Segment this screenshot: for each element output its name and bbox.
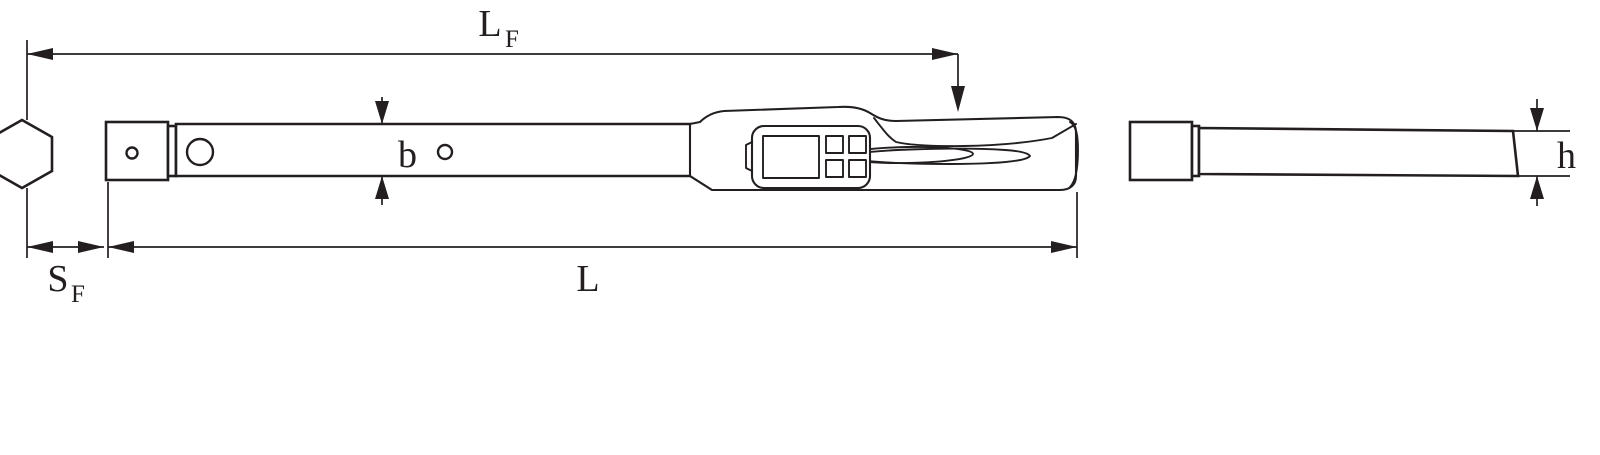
display-bezel xyxy=(750,124,872,190)
display-module xyxy=(745,124,872,190)
h-label-main: h xyxy=(1557,135,1576,177)
hexagon-drive xyxy=(0,118,54,190)
LF-leader-arrowhead xyxy=(951,86,965,112)
h-lower-arrowhead xyxy=(1530,176,1544,199)
keypad-button-bottom-left[interactable] xyxy=(825,159,844,178)
square-head xyxy=(104,120,170,182)
LF-left-arrowhead xyxy=(27,48,53,60)
dimension-L: L xyxy=(107,182,1078,300)
grip-finger-groove xyxy=(842,147,1031,165)
SF-label-subscript: F xyxy=(71,281,85,308)
LF-label-main: L xyxy=(478,3,501,45)
shaft-hole-small xyxy=(436,143,454,161)
b-lower-arrowhead xyxy=(375,176,389,199)
keypad-button-bottom-right[interactable] xyxy=(848,159,867,178)
lcd-display xyxy=(762,135,820,179)
dimension-h: h xyxy=(1513,99,1576,206)
L-left-arrowhead xyxy=(108,241,134,253)
grip-upper-contour xyxy=(873,117,1077,148)
LF-right-arrowhead xyxy=(932,48,958,60)
L-label-main: L xyxy=(576,258,599,300)
dimension-b: b xyxy=(375,97,417,205)
display-side-tab xyxy=(745,141,753,172)
shaft-hole-large xyxy=(185,137,215,167)
top-view-tapered-body xyxy=(1197,126,1520,178)
h-upper-arrowhead xyxy=(1530,108,1544,131)
SF-label-main: S xyxy=(47,258,68,300)
head-pivot-hole xyxy=(125,146,139,160)
dimension-SF: S F xyxy=(26,188,104,308)
keypad-button-top-right[interactable] xyxy=(848,135,867,154)
b-upper-arrowhead xyxy=(375,101,389,124)
SF-left-arrowhead xyxy=(27,241,53,253)
top-view-square-head xyxy=(1128,120,1194,182)
keypad-button-top-left[interactable] xyxy=(825,135,844,154)
handle-lower-edge xyxy=(689,175,1061,191)
LF-label-subscript: F xyxy=(505,26,519,53)
side-elevation-view xyxy=(0,105,1079,192)
L-right-arrowhead xyxy=(1051,241,1077,253)
b-label-main: b xyxy=(398,134,417,176)
top-plan-view xyxy=(1128,120,1520,182)
SF-right-arrowhead xyxy=(78,241,104,253)
dimension-LF: L F xyxy=(26,3,965,120)
handle-end-cap xyxy=(1069,121,1079,188)
